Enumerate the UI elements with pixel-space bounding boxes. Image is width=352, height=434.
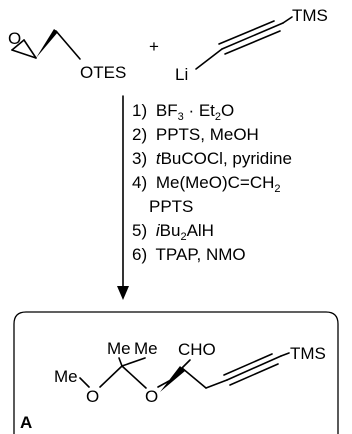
epoxide-oxygen: O [8, 29, 21, 48]
condition-3: 3) tBuCOCl, pyridine [132, 149, 292, 168]
tms-bond [282, 16, 293, 24]
bond [121, 357, 146, 367]
product-frame [13, 311, 339, 434]
alkynyl-lithium-reactant: Li TMS [175, 6, 328, 84]
triple-bond [218, 20, 275, 45]
aldehyde-label: CHO [178, 340, 216, 359]
bond [121, 365, 147, 389]
wedge-bond [160, 366, 185, 392]
epoxide-bond [11, 39, 25, 51]
bond [157, 380, 170, 388]
lithium-label: Li [175, 65, 188, 84]
bond [181, 367, 207, 389]
triple-bond [221, 22, 284, 50]
bond [181, 359, 191, 369]
bond [79, 377, 90, 388]
reaction-conditions: 1) BF3 · Et2O 2) PPTS, MeOH 3) tBuCOCl, … [132, 101, 292, 264]
triple-bond [223, 353, 273, 376]
methyl-3: Me [54, 367, 78, 386]
bond [118, 357, 123, 367]
li-carbon-bond [195, 48, 223, 70]
triple-bond [229, 363, 279, 386]
condition-2: 2) PPTS, MeOH [132, 125, 259, 144]
methyl-2: Me [134, 339, 158, 358]
product-label: A [20, 413, 32, 432]
bond [280, 352, 290, 357]
bond [99, 365, 123, 388]
oxygen-2: O [145, 387, 158, 406]
condition-5: 5) iBu2AlH [132, 221, 214, 243]
methyl-1: Me [107, 339, 131, 358]
plus-sign: + [149, 37, 159, 56]
arrow-head [117, 286, 129, 300]
product-tms-label: TMS [290, 344, 326, 363]
epoxide-bond [11, 49, 37, 59]
condition-6: 6) TPAP, NMO [132, 245, 246, 264]
condition-4-cont: PPTS [149, 197, 193, 216]
epoxide-reactant: O OTES [8, 29, 126, 82]
triple-bond [224, 30, 281, 55]
reaction-arrow [117, 95, 129, 300]
ch2-bond [55, 30, 81, 60]
wedge-bond [36, 29, 58, 58]
product-box: Me Me Me O O CHO TMS A [13, 311, 339, 434]
oxygen-1: O [86, 387, 99, 406]
tms-label: TMS [292, 6, 328, 25]
condition-4: 4) Me(MeO)C=CH2 [132, 173, 281, 195]
bond [205, 379, 228, 389]
condition-1: 1) BF3 · Et2O [132, 101, 234, 123]
epoxide-bond [23, 39, 37, 59]
triple-bond [226, 355, 282, 381]
otes-label: OTES [80, 63, 126, 82]
